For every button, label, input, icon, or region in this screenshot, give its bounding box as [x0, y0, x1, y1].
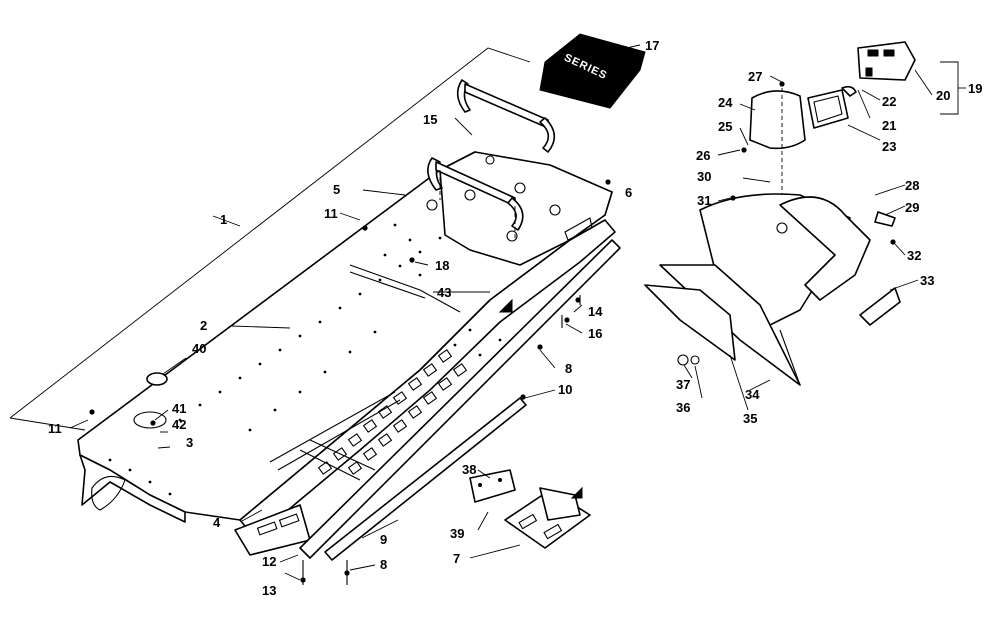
bracket-7 [469, 469, 591, 549]
callout-43: 43 [437, 285, 451, 300]
callout-34: 34 [745, 387, 760, 402]
fasteners [89, 81, 896, 585]
callout-5: 5 [333, 182, 340, 197]
callout-19: 19 [968, 81, 982, 96]
callout-2: 2 [200, 318, 207, 333]
tunnel [77, 151, 616, 556]
callout-40: 40 [192, 341, 206, 356]
callout-labels: 1 2 3 4 5 6 7 8 8 9 10 11 11 12 13 14 15… [48, 38, 982, 598]
callout-7: 7 [453, 551, 460, 566]
callout-11a: 11 [324, 206, 338, 221]
callout-25: 25 [718, 119, 732, 134]
callout-36: 36 [676, 400, 690, 415]
callout-29: 29 [905, 200, 919, 215]
callout-26: 26 [696, 148, 710, 163]
callout-16: 16 [588, 326, 602, 341]
callout-11b: 11 [48, 421, 62, 436]
grab-handles-15 [427, 79, 556, 238]
callout-37: 37 [676, 377, 690, 392]
callout-24: 24 [718, 95, 733, 110]
rear-cowl-28 [644, 193, 901, 386]
callout-21: 21 [882, 118, 896, 133]
callout-17: 17 [645, 38, 659, 53]
callout-10: 10 [558, 382, 572, 397]
callout-32: 32 [907, 248, 921, 263]
callout-41: 41 [172, 401, 186, 416]
callout-38: 38 [462, 462, 476, 477]
callout-8a: 8 [565, 361, 572, 376]
callout-31: 31 [697, 193, 711, 208]
callout-35: 35 [743, 411, 757, 426]
taillight-20 [807, 41, 916, 129]
seat-24 [749, 88, 806, 220]
callout-12: 12 [262, 554, 276, 569]
callout-20: 20 [936, 88, 950, 103]
leader-lines [69, 44, 966, 581]
callout-33: 33 [920, 273, 934, 288]
callout-4: 4 [213, 515, 221, 530]
callout-23: 23 [882, 139, 896, 154]
callout-1: 1 [220, 212, 227, 227]
callout-18: 18 [435, 258, 449, 273]
callout-28: 28 [905, 178, 919, 193]
callout-13: 13 [262, 583, 276, 598]
callout-8b: 8 [380, 557, 387, 572]
callout-15: 15 [423, 112, 437, 127]
running-board-9 [299, 239, 621, 561]
callout-27: 27 [748, 69, 762, 84]
callout-22: 22 [882, 94, 896, 109]
assembly-bracket-1 [9, 47, 531, 431]
callout-39: 39 [450, 526, 464, 541]
series-decal-17: SERIES [539, 33, 646, 109]
vent-cutouts [317, 349, 468, 475]
rivet-dots [108, 223, 502, 496]
callout-14: 14 [588, 304, 603, 319]
callout-9: 9 [380, 532, 387, 547]
callout-42: 42 [172, 417, 186, 432]
callout-6: 6 [625, 185, 632, 200]
callout-3: 3 [186, 435, 193, 450]
callout-30: 30 [697, 169, 711, 184]
